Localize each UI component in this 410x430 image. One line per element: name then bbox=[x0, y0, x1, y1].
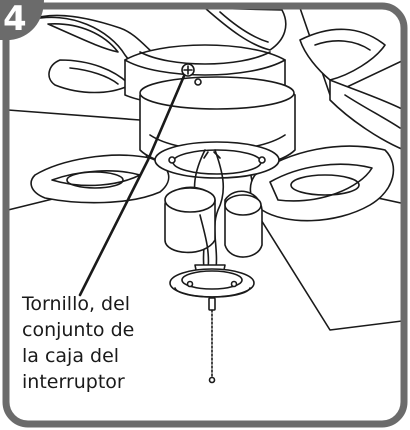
light-kit-adapter bbox=[164, 186, 263, 281]
callout-leader-line bbox=[78, 74, 186, 297]
blade-arm-upper bbox=[29, 7, 404, 151]
blade-arm-lower-left bbox=[30, 154, 170, 204]
callout-line-2: conjunto de bbox=[22, 319, 135, 341]
callout-text: Tornillo, del conjunto de la caja del in… bbox=[22, 291, 182, 395]
callout-line-1: Tornillo, del bbox=[22, 293, 131, 315]
switch-plate bbox=[169, 268, 255, 298]
step-badge: 4 bbox=[0, 0, 44, 40]
step-badge-bg bbox=[0, 0, 44, 40]
callout-line-3: la caja del bbox=[22, 345, 120, 367]
step-number: 4 bbox=[3, 0, 27, 39]
blade-arm-lower-right bbox=[249, 145, 395, 222]
callout-line-4: interruptor bbox=[22, 371, 125, 393]
switch-housing bbox=[139, 76, 296, 179]
housing-screw bbox=[181, 63, 202, 86]
pull-chain bbox=[208, 297, 216, 384]
